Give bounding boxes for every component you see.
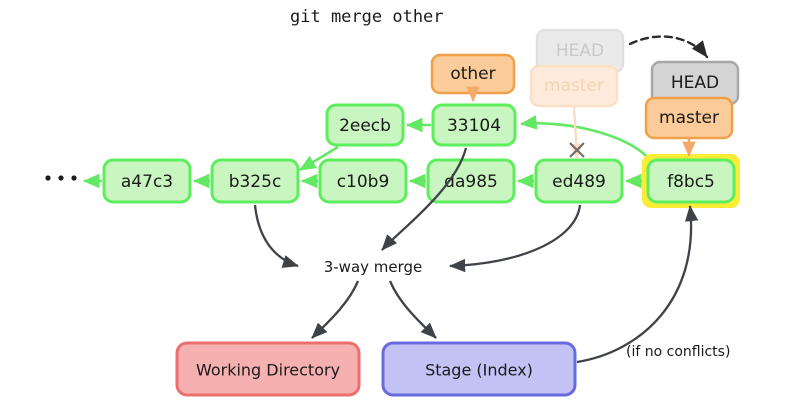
commit-node-ed489[interactable]: ed489: [534, 158, 624, 204]
commit-node-c10b9[interactable]: c10b9: [318, 158, 408, 204]
history-ellipsis: [45, 175, 77, 181]
three-way-merge-input-arrows: [253, 147, 582, 273]
commit-label-c10b9: c10b9: [337, 172, 390, 192]
working-directory-node[interactable]: Working Directory: [175, 341, 361, 397]
arrow-f8bc5-to-33104: [519, 115, 654, 163]
branch-other-label: other: [450, 64, 495, 84]
commit-node-f8bc5[interactable]: f8bc5: [646, 158, 736, 204]
cancelled-pointer-x-icon: [569, 142, 585, 158]
head-move-dashed-arrow: [628, 35, 709, 59]
stage-index-label: Stage (Index): [425, 361, 533, 380]
commit-label-b325c: b325c: [229, 172, 282, 192]
commit-node-2eecb[interactable]: 2eecb: [325, 103, 405, 147]
arrow-ed489-to-merge: [449, 204, 582, 273]
commit-nodes: a47c3 b325c c10b9 da985 ed489 f8bc5: [102, 103, 736, 204]
ghost-head-label: HEAD: [556, 41, 604, 61]
head-label: HEAD: [671, 73, 719, 93]
head-master-group[interactable]: HEAD master: [644, 60, 740, 157]
arrow-merge-to-stage: [388, 280, 437, 339]
commit-label-ed489: ed489: [552, 172, 606, 192]
master-label: master: [659, 108, 719, 128]
commit-node-a47c3[interactable]: a47c3: [102, 158, 192, 204]
ghost-head-master-group: HEAD master: [529, 28, 625, 159]
stage-index-node[interactable]: Stage (Index): [381, 341, 577, 397]
commit-label-33104: 33104: [447, 116, 501, 136]
arrow-merge-to-working-directory: [311, 280, 360, 339]
commit-label-a47c3: a47c3: [121, 172, 173, 192]
commit-label-f8bc5: f8bc5: [667, 172, 715, 192]
branch-other-group[interactable]: other: [430, 53, 516, 102]
commit-label-da985: da985: [444, 172, 498, 192]
if-no-conflicts-annotation: (if no conflicts): [626, 344, 730, 360]
ghost-master-label: master: [544, 76, 604, 96]
three-way-merge-output-arrows: [311, 280, 437, 339]
commit-node-b325c[interactable]: b325c: [210, 158, 300, 204]
three-way-merge-label: 3-way merge: [324, 258, 423, 276]
arrow-2eecb-to-b325c: [299, 145, 339, 172]
working-directory-box[interactable]: [175, 341, 361, 397]
arrow-stage-to-f8bc5: [576, 205, 699, 364]
arrow-33104-to-merge: [381, 147, 468, 251]
page-title: git merge other: [290, 7, 444, 27]
commit-node-33104[interactable]: 33104: [431, 103, 517, 147]
arrow-b325c-to-merge: [253, 204, 299, 268]
stage-index-box[interactable]: [381, 341, 577, 397]
commit-node-da985[interactable]: da985: [426, 158, 516, 204]
commit-label-2eecb: 2eecb: [339, 116, 391, 136]
working-directory-label: Working Directory: [196, 361, 340, 380]
